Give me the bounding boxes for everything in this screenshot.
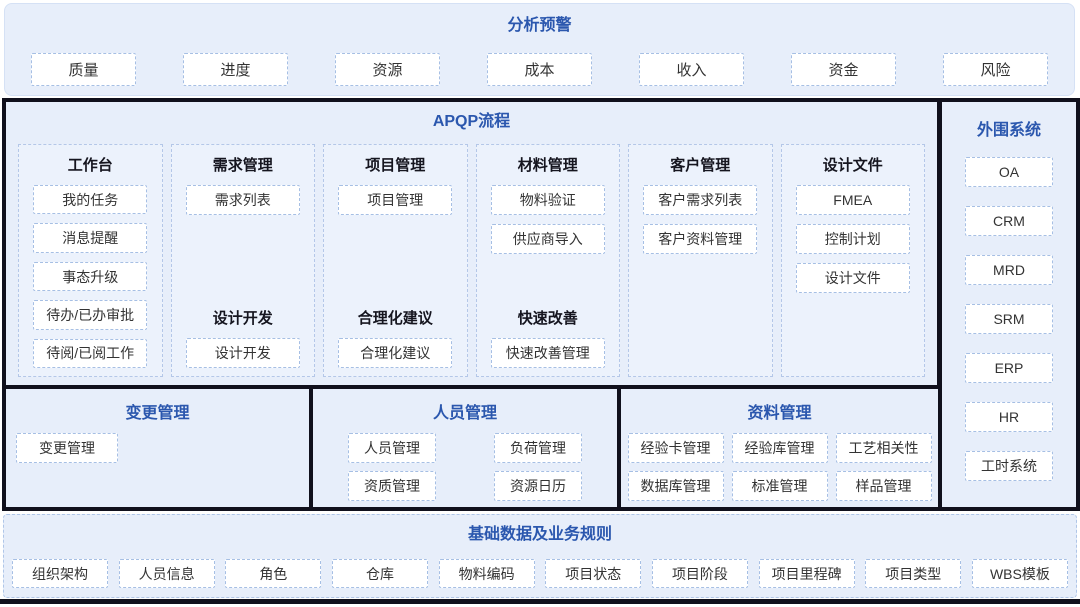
warning-item-risk[interactable]: 风险 bbox=[943, 53, 1048, 86]
analysis-warning-title: 分析预警 bbox=[507, 17, 572, 34]
process-relevance-button[interactable]: 工艺相关性 bbox=[835, 433, 932, 463]
erp-button[interactable]: ERP bbox=[965, 353, 1053, 383]
workbench-title: 工作台 bbox=[67, 157, 113, 174]
apqp-title: APQP流程 bbox=[432, 113, 511, 130]
experience-lib-mgmt-button[interactable]: 经验库管理 bbox=[731, 433, 828, 463]
warning-item-progress[interactable]: 进度 bbox=[183, 53, 288, 86]
design-file-title: 设计文件 bbox=[822, 157, 883, 174]
apqp-process-section: APQP流程 工作台 我的任务 消息提醒 事态升级 待办/已办审批 待阅/已阅工… bbox=[2, 98, 941, 389]
base-data-row: 组织架构 人员信息 角色 仓库 物料编码 项目状态 项目阶段 项目里程碑 项目类… bbox=[12, 559, 1068, 588]
warning-item-funds[interactable]: 资金 bbox=[791, 53, 896, 86]
personnel-info-button[interactable]: 人员信息 bbox=[118, 559, 215, 588]
data-management-title: 资料管理 bbox=[747, 405, 812, 422]
quick-improve-button[interactable]: 快速改善管理 bbox=[490, 338, 605, 368]
rationalization-title: 合理化建议 bbox=[357, 310, 433, 327]
warning-item-resource[interactable]: 资源 bbox=[335, 53, 440, 86]
project-status-button[interactable]: 项目状态 bbox=[545, 559, 642, 588]
personnel-mgmt-button[interactable]: 人员管理 bbox=[348, 433, 436, 463]
peripheral-systems-title: 外围系统 bbox=[976, 122, 1041, 139]
material-mgmt-title: 材料管理 bbox=[517, 157, 578, 174]
customer-mgmt-title: 客户管理 bbox=[670, 157, 731, 174]
wbs-template-button[interactable]: WBS模板 bbox=[971, 559, 1068, 588]
apqp-column-workbench: 工作台 我的任务 消息提醒 事态升级 待办/已办审批 待阅/已阅工作 bbox=[18, 144, 163, 377]
apqp-column-customer: 客户管理 客户需求列表 客户资料管理 bbox=[628, 144, 773, 377]
requirement-mgmt-title: 需求管理 bbox=[212, 157, 273, 174]
material-code-button[interactable]: 物料编码 bbox=[438, 559, 535, 588]
personnel-management-title: 人员管理 bbox=[432, 405, 497, 422]
apqp-column-project: 项目管理 项目管理 合理化建议 合理化建议 bbox=[323, 144, 468, 377]
escalation-button[interactable]: 事态升级 bbox=[33, 261, 148, 292]
project-stage-button[interactable]: 项目阶段 bbox=[651, 559, 748, 588]
bottom-divider bbox=[0, 599, 1080, 604]
analysis-warning-row: 质量 进度 资源 成本 收入 资金 风险 bbox=[31, 53, 1048, 86]
warning-item-quality[interactable]: 质量 bbox=[31, 53, 136, 86]
control-plan-button[interactable]: 控制计划 bbox=[795, 224, 910, 254]
org-structure-button[interactable]: 组织架构 bbox=[12, 559, 108, 588]
warning-item-income[interactable]: 收入 bbox=[639, 53, 744, 86]
read-work-button[interactable]: 待阅/已阅工作 bbox=[33, 338, 148, 369]
apqp-column-design-file: 设计文件 FMEA 控制计划 设计文件 bbox=[780, 144, 925, 377]
fmea-button[interactable]: FMEA bbox=[795, 185, 910, 215]
change-management-section: 变更管理 变更管理 bbox=[2, 385, 313, 511]
requirement-list-button[interactable]: 需求列表 bbox=[185, 185, 300, 215]
peripheral-systems-list: OA CRM MRD SRM ERP HR 工时系统 bbox=[965, 157, 1053, 481]
material-verify-button[interactable]: 物料验证 bbox=[490, 185, 605, 215]
work-hours-system-button[interactable]: 工时系统 bbox=[965, 451, 1053, 481]
warehouse-button[interactable]: 仓库 bbox=[331, 559, 428, 588]
customer-data-mgmt-button[interactable]: 客户资料管理 bbox=[643, 224, 758, 254]
apqp-column-requirement: 需求管理 需求列表 设计开发 设计开发 bbox=[170, 144, 315, 377]
design-dev-title: 设计开发 bbox=[212, 310, 273, 327]
hr-button[interactable]: HR bbox=[965, 402, 1053, 432]
oa-button[interactable]: OA bbox=[965, 157, 1053, 187]
crm-button[interactable]: CRM bbox=[965, 206, 1053, 236]
warning-item-cost[interactable]: 成本 bbox=[487, 53, 592, 86]
analysis-warning-section: 分析预警 质量 进度 资源 成本 收入 资金 风险 bbox=[4, 3, 1075, 96]
data-management-section: 资料管理 经验卡管理 经验库管理 工艺相关性 数据库管理 标准管理 样品管理 bbox=[617, 385, 942, 511]
qualification-mgmt-button[interactable]: 资质管理 bbox=[348, 471, 436, 501]
my-tasks-button[interactable]: 我的任务 bbox=[33, 185, 148, 215]
srm-button[interactable]: SRM bbox=[965, 304, 1053, 334]
quick-improve-title: 快速改善 bbox=[517, 310, 578, 327]
personnel-management-section: 人员管理 人员管理 负荷管理 资质管理 资源日历 bbox=[309, 385, 621, 511]
change-management-title: 变更管理 bbox=[125, 405, 190, 422]
personnel-grid: 人员管理 负荷管理 资质管理 资源日历 bbox=[313, 433, 617, 501]
role-button[interactable]: 角色 bbox=[225, 559, 322, 588]
database-mgmt-button[interactable]: 数据库管理 bbox=[627, 471, 724, 501]
project-type-button[interactable]: 项目类型 bbox=[865, 559, 962, 588]
standard-mgmt-button[interactable]: 标准管理 bbox=[731, 471, 828, 501]
base-data-section: 基础数据及业务规则 组织架构 人员信息 角色 仓库 物料编码 项目状态 项目阶段… bbox=[3, 514, 1077, 598]
todo-approval-button[interactable]: 待办/已办审批 bbox=[33, 300, 148, 330]
load-mgmt-button[interactable]: 负荷管理 bbox=[494, 433, 582, 463]
change-management-button[interactable]: 变更管理 bbox=[16, 433, 118, 463]
supplier-import-button[interactable]: 供应商导入 bbox=[490, 224, 605, 254]
rationalization-button[interactable]: 合理化建议 bbox=[338, 338, 453, 368]
peripheral-systems-section: 外围系统 OA CRM MRD SRM ERP HR 工时系统 bbox=[938, 98, 1080, 511]
project-mgmt-button[interactable]: 项目管理 bbox=[338, 185, 453, 215]
project-milestone-button[interactable]: 项目里程碑 bbox=[758, 559, 855, 588]
sample-mgmt-button[interactable]: 样品管理 bbox=[835, 471, 932, 501]
apqp-columns: 工作台 我的任务 消息提醒 事态升级 待办/已办审批 待阅/已阅工作 需求管理 … bbox=[18, 144, 925, 377]
mrd-button[interactable]: MRD bbox=[965, 255, 1053, 285]
message-reminder-button[interactable]: 消息提醒 bbox=[33, 223, 148, 253]
project-mgmt-title: 项目管理 bbox=[365, 157, 426, 174]
data-management-grid: 经验卡管理 经验库管理 工艺相关性 数据库管理 标准管理 样品管理 bbox=[621, 433, 938, 501]
resource-calendar-button[interactable]: 资源日历 bbox=[494, 471, 582, 501]
design-dev-button[interactable]: 设计开发 bbox=[185, 338, 300, 368]
design-file-button[interactable]: 设计文件 bbox=[795, 263, 910, 293]
base-data-title: 基础数据及业务规则 bbox=[467, 526, 612, 543]
apqp-column-material: 材料管理 物料验证 供应商导入 快速改善 快速改善管理 bbox=[475, 144, 620, 377]
customer-requirement-list-button[interactable]: 客户需求列表 bbox=[643, 185, 758, 215]
experience-card-mgmt-button[interactable]: 经验卡管理 bbox=[627, 433, 724, 463]
